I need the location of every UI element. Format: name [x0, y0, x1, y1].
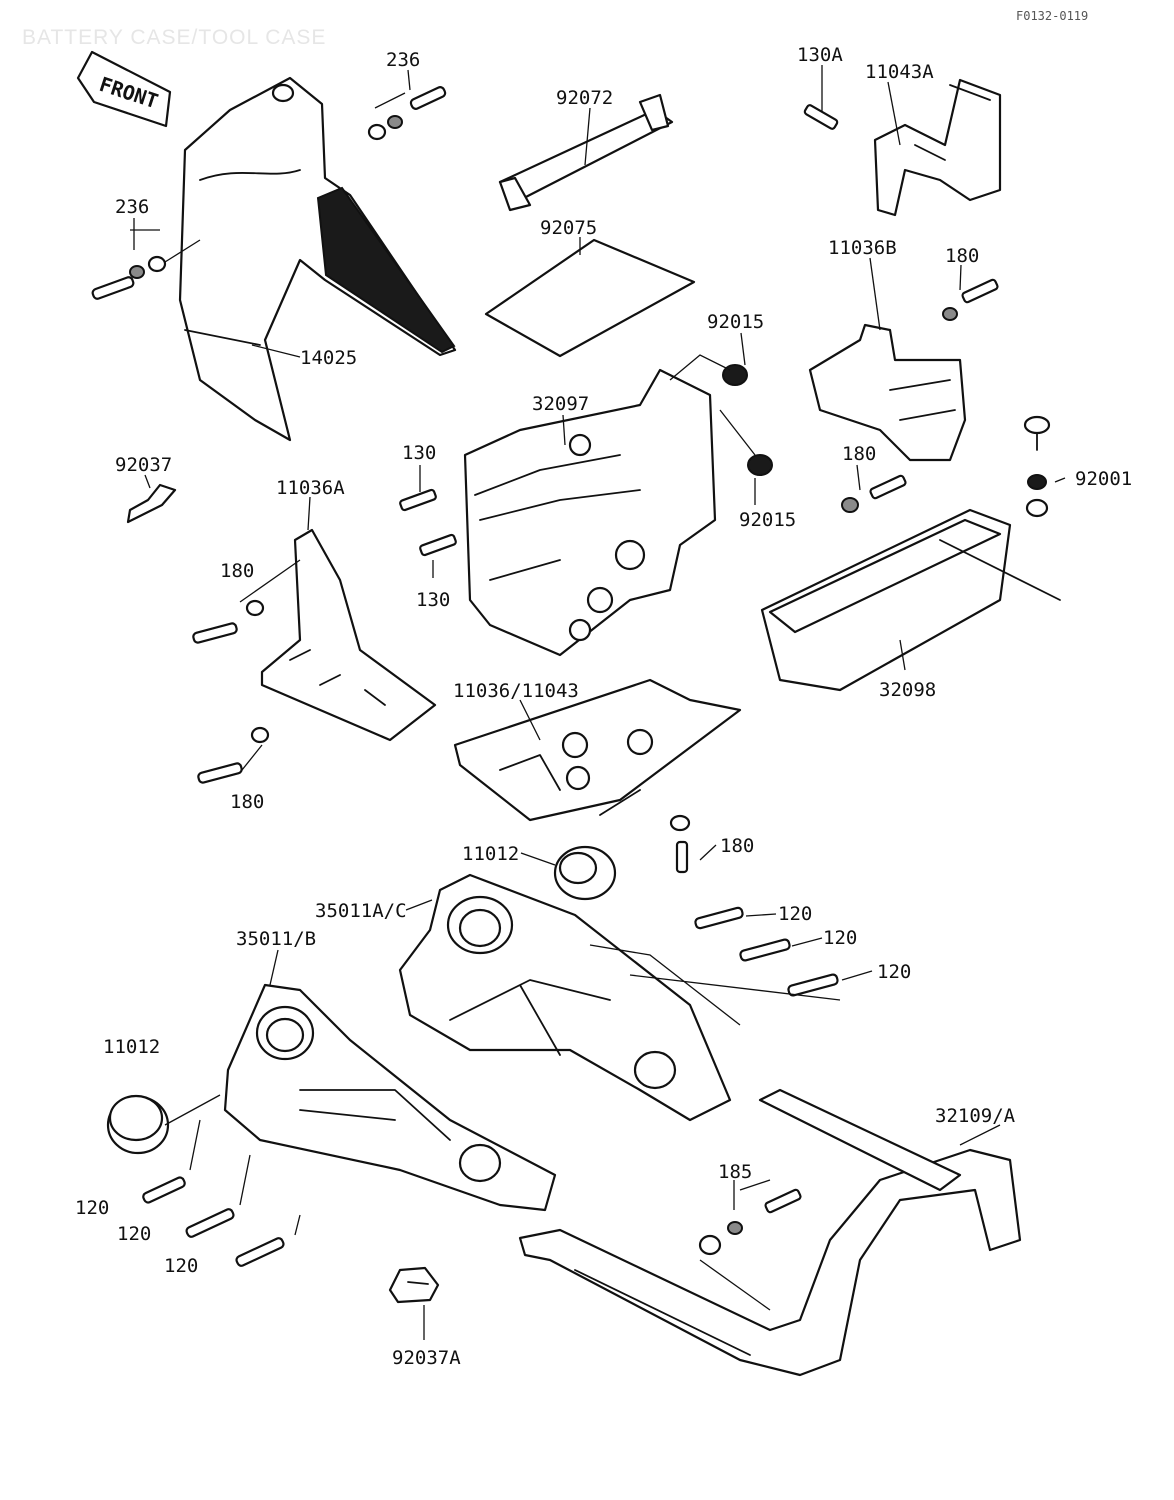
label-236-upper: 236 [386, 49, 420, 71]
label-92015-upper: 92015 [707, 311, 764, 333]
label-35011-B: 35011/B [236, 928, 316, 950]
label-120-left-2: 120 [117, 1223, 151, 1245]
label-236-left: 236 [115, 196, 149, 218]
leader-lines [133, 65, 1066, 1210]
label-35011A-C: 35011A/C [315, 900, 407, 922]
screw-236-upper [367, 86, 447, 141]
label-120-right-2: 120 [823, 927, 857, 949]
label-14025: 14025 [300, 347, 357, 369]
label-11036B: 11036B [828, 237, 897, 259]
label-130-lower: 130 [416, 589, 450, 611]
grommet-upper-part [553, 845, 617, 901]
label-11043A: 11043A [865, 61, 934, 83]
label-32098: 32098 [879, 679, 936, 701]
label-180-left-upper: 180 [220, 560, 254, 582]
tool-case-part [760, 508, 1061, 692]
front-marker: FRONT [76, 50, 172, 128]
footrest-bracket-left-part [223, 983, 557, 1212]
label-120-right-1: 120 [778, 903, 812, 925]
clip-92037-part [126, 483, 177, 524]
label-92015-lower: 92015 [739, 509, 796, 531]
label-11012-upper: 11012 [462, 843, 519, 865]
label-130A: 130A [797, 44, 843, 66]
tray-part [453, 678, 742, 874]
label-92001: 92001 [1075, 468, 1132, 490]
label-180-right-upper: 180 [945, 245, 979, 267]
label-11036A: 11036A [276, 477, 345, 499]
label-185: 185 [718, 1161, 752, 1183]
label-180-left-lower: 180 [230, 791, 264, 813]
label-180-tray: 180 [720, 835, 754, 857]
bolts-120-lower-left [142, 1119, 301, 1267]
bracket-11036A-part [192, 528, 437, 784]
label-120-right-3: 120 [877, 961, 911, 983]
grommet-lower-part [106, 1094, 221, 1155]
diagram-code: F0132-0119 [1016, 9, 1088, 23]
bracket-11036B-part [808, 278, 999, 513]
footrest-bar-part [518, 1088, 1022, 1377]
label-11012-lower: 11012 [103, 1036, 160, 1058]
side-cover-part [178, 76, 457, 442]
label-32097: 32097 [532, 393, 589, 415]
pad-part [484, 238, 696, 358]
battery-case-part [399, 354, 773, 657]
label-180-right-lower: 180 [842, 443, 876, 465]
diagram-title: BATTERY CASE/TOOL CASE [22, 26, 326, 49]
label-32109-A: 32109/A [935, 1105, 1016, 1127]
footrest-bracket-right-part [398, 873, 841, 1122]
label-92075: 92075 [540, 217, 597, 239]
label-92037A: 92037A [392, 1347, 461, 1369]
label-92072: 92072 [556, 87, 613, 109]
label-130-upper: 130 [402, 442, 436, 464]
label-120-left-3: 120 [164, 1255, 198, 1277]
label-92037: 92037 [115, 454, 172, 476]
screw-236-left [91, 229, 201, 300]
fastener-92001-part [1023, 415, 1051, 518]
label-120-left-1: 120 [75, 1197, 109, 1219]
label-11036-11043: 11036/11043 [453, 680, 579, 702]
clip-92037A-part [388, 1266, 440, 1340]
bracket-11043A-part [803, 78, 1002, 217]
